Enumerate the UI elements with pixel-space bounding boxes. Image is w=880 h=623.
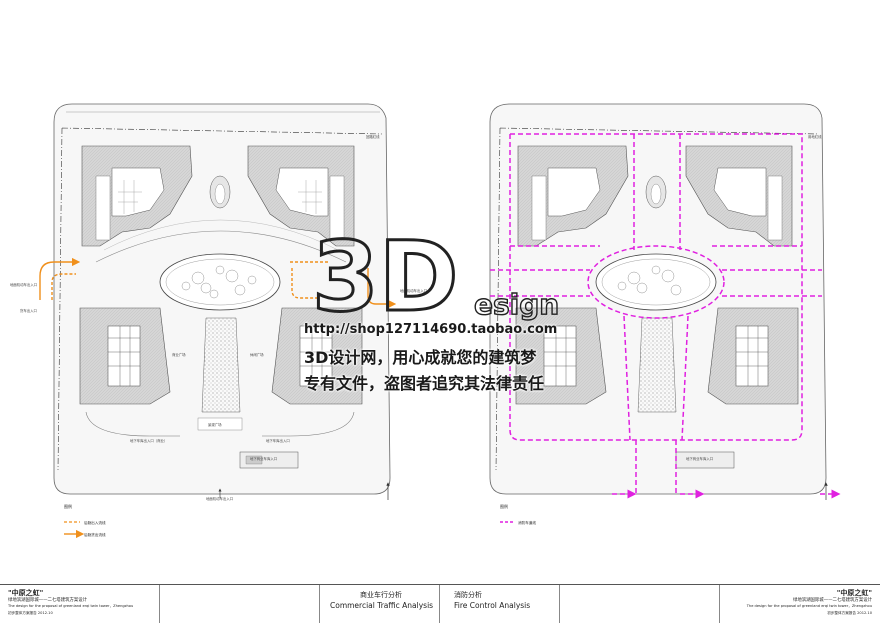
- tower-block-se-fire: [707, 307, 799, 405]
- ramp-label-2: 地下车库出入口: [266, 438, 290, 443]
- center-label-1: 商业广场: [172, 352, 186, 357]
- traffic-analysis-en: Commercial Traffic Analysis: [330, 601, 434, 610]
- right-entry-label: 地面机动车出入口: [400, 288, 427, 293]
- building-cluster-ne-fire: [685, 145, 793, 247]
- left-entry-label-2: 货车出入口: [20, 308, 37, 313]
- left-parking-label: 地下商业车库入口: [250, 456, 277, 461]
- tower-block-sw-fire: [515, 307, 607, 405]
- project-name-left: "中原之虹": [8, 589, 44, 597]
- traffic-analysis-cn: 商业车行分析: [360, 591, 402, 599]
- title-block-right: "中原之虹" 绿地滨湖国际城——二七塔建筑方案设计 The design for…: [720, 585, 880, 623]
- center-label-3: 景观广场: [208, 422, 222, 427]
- left-legend: 图例 后勤出入流线 后勤货出流线: [64, 503, 106, 539]
- watermark-logo: 3D esign: [311, 220, 560, 335]
- title-block-blank-right: [560, 585, 720, 623]
- building-cluster-nw: [81, 145, 193, 247]
- watermark-url: http://shop127114690.taobao.com: [304, 322, 558, 337]
- oval-garden: [159, 253, 281, 311]
- watermark-logo-3d: 3D: [312, 221, 458, 333]
- title-block-fire: 消防分析 Fire Control Analysis: [440, 585, 560, 623]
- project-english-right: The design for the proposal of greenland…: [746, 604, 872, 608]
- watermark-line-3: 专有文件，盗图者追究其法律责任: [304, 374, 545, 393]
- building-cluster-ne: [247, 145, 355, 247]
- title-block-blank-left: [160, 585, 320, 623]
- project-subtitle-right: 绿地滨湖国际城——二七塔建筑方案设计: [792, 598, 872, 603]
- tower-block-sw: [79, 307, 171, 405]
- left-label-red-line: 回路红线: [366, 134, 380, 139]
- watermark: http://shop127114690.taobao.com 3D设计网，用心…: [298, 222, 583, 398]
- traffic-flow-lines: [39, 257, 397, 309]
- center-label-2: 休闲广场: [250, 352, 264, 357]
- bottom-entry-label: 地面机动车出入口: [206, 496, 233, 501]
- title-block-traffic: 商业车行分析 Commercial Traffic Analysis: [320, 585, 440, 623]
- left-legend-item-2: 后勤货出流线: [84, 532, 106, 537]
- right-legend-title: 图例: [500, 503, 508, 509]
- title-block-left: "中原之虹" 绿地滨湖国际城——二七塔建筑方案设计 The design for…: [0, 585, 160, 623]
- left-site-plan: 回路红线 地面机动车出入口 货车出入口 地面机动车出入口 商业广场 休闲广场 景…: [10, 103, 427, 539]
- title-block: "中原之虹" 绿地滨湖国际城——二七塔建筑方案设计 The design for…: [0, 584, 880, 623]
- project-subtitle-left: 绿地滨湖国际城——二七塔建筑方案设计: [8, 598, 88, 603]
- right-parking-label: 地下商业车库入口: [686, 456, 713, 461]
- watermark-line-2: 3D设计网，用心成就您的建筑梦: [304, 348, 537, 367]
- ramp-label-1: 地下车库出入口（商业）: [130, 438, 167, 443]
- project-english-left: The design for the proposal of greenland…: [8, 604, 134, 608]
- left-entry-label-1: 地面机动车出入口: [10, 282, 37, 287]
- project-date-right: 初步整体方案报告 2012.10: [827, 611, 872, 615]
- left-legend-title: 图例: [64, 503, 72, 509]
- right-site-plan: 用地红线 地下商业车库入口 图例 消防车道线: [489, 103, 841, 525]
- building-cluster-nw-fire: [517, 145, 629, 247]
- fire-lane-lines: [490, 133, 822, 494]
- oval-garden-fire: [595, 253, 717, 311]
- right-legend-item-1: 消防车道线: [518, 520, 536, 525]
- landscape-strip: [201, 317, 241, 413]
- project-date-left: 初步整体方案报告 2012.10: [8, 611, 53, 615]
- project-name-right: "中原之虹": [836, 589, 872, 597]
- fire-analysis-en: Fire Control Analysis: [454, 601, 531, 610]
- left-legend-item-1: 后勤出入流线: [84, 520, 106, 525]
- right-label-red-line: 用地红线: [808, 134, 822, 139]
- right-legend: 图例 消防车道线: [500, 503, 536, 525]
- tower-block-se: [271, 307, 363, 405]
- watermark-logo-sub: esign: [474, 288, 559, 321]
- fire-analysis-cn: 消防分析: [454, 591, 482, 599]
